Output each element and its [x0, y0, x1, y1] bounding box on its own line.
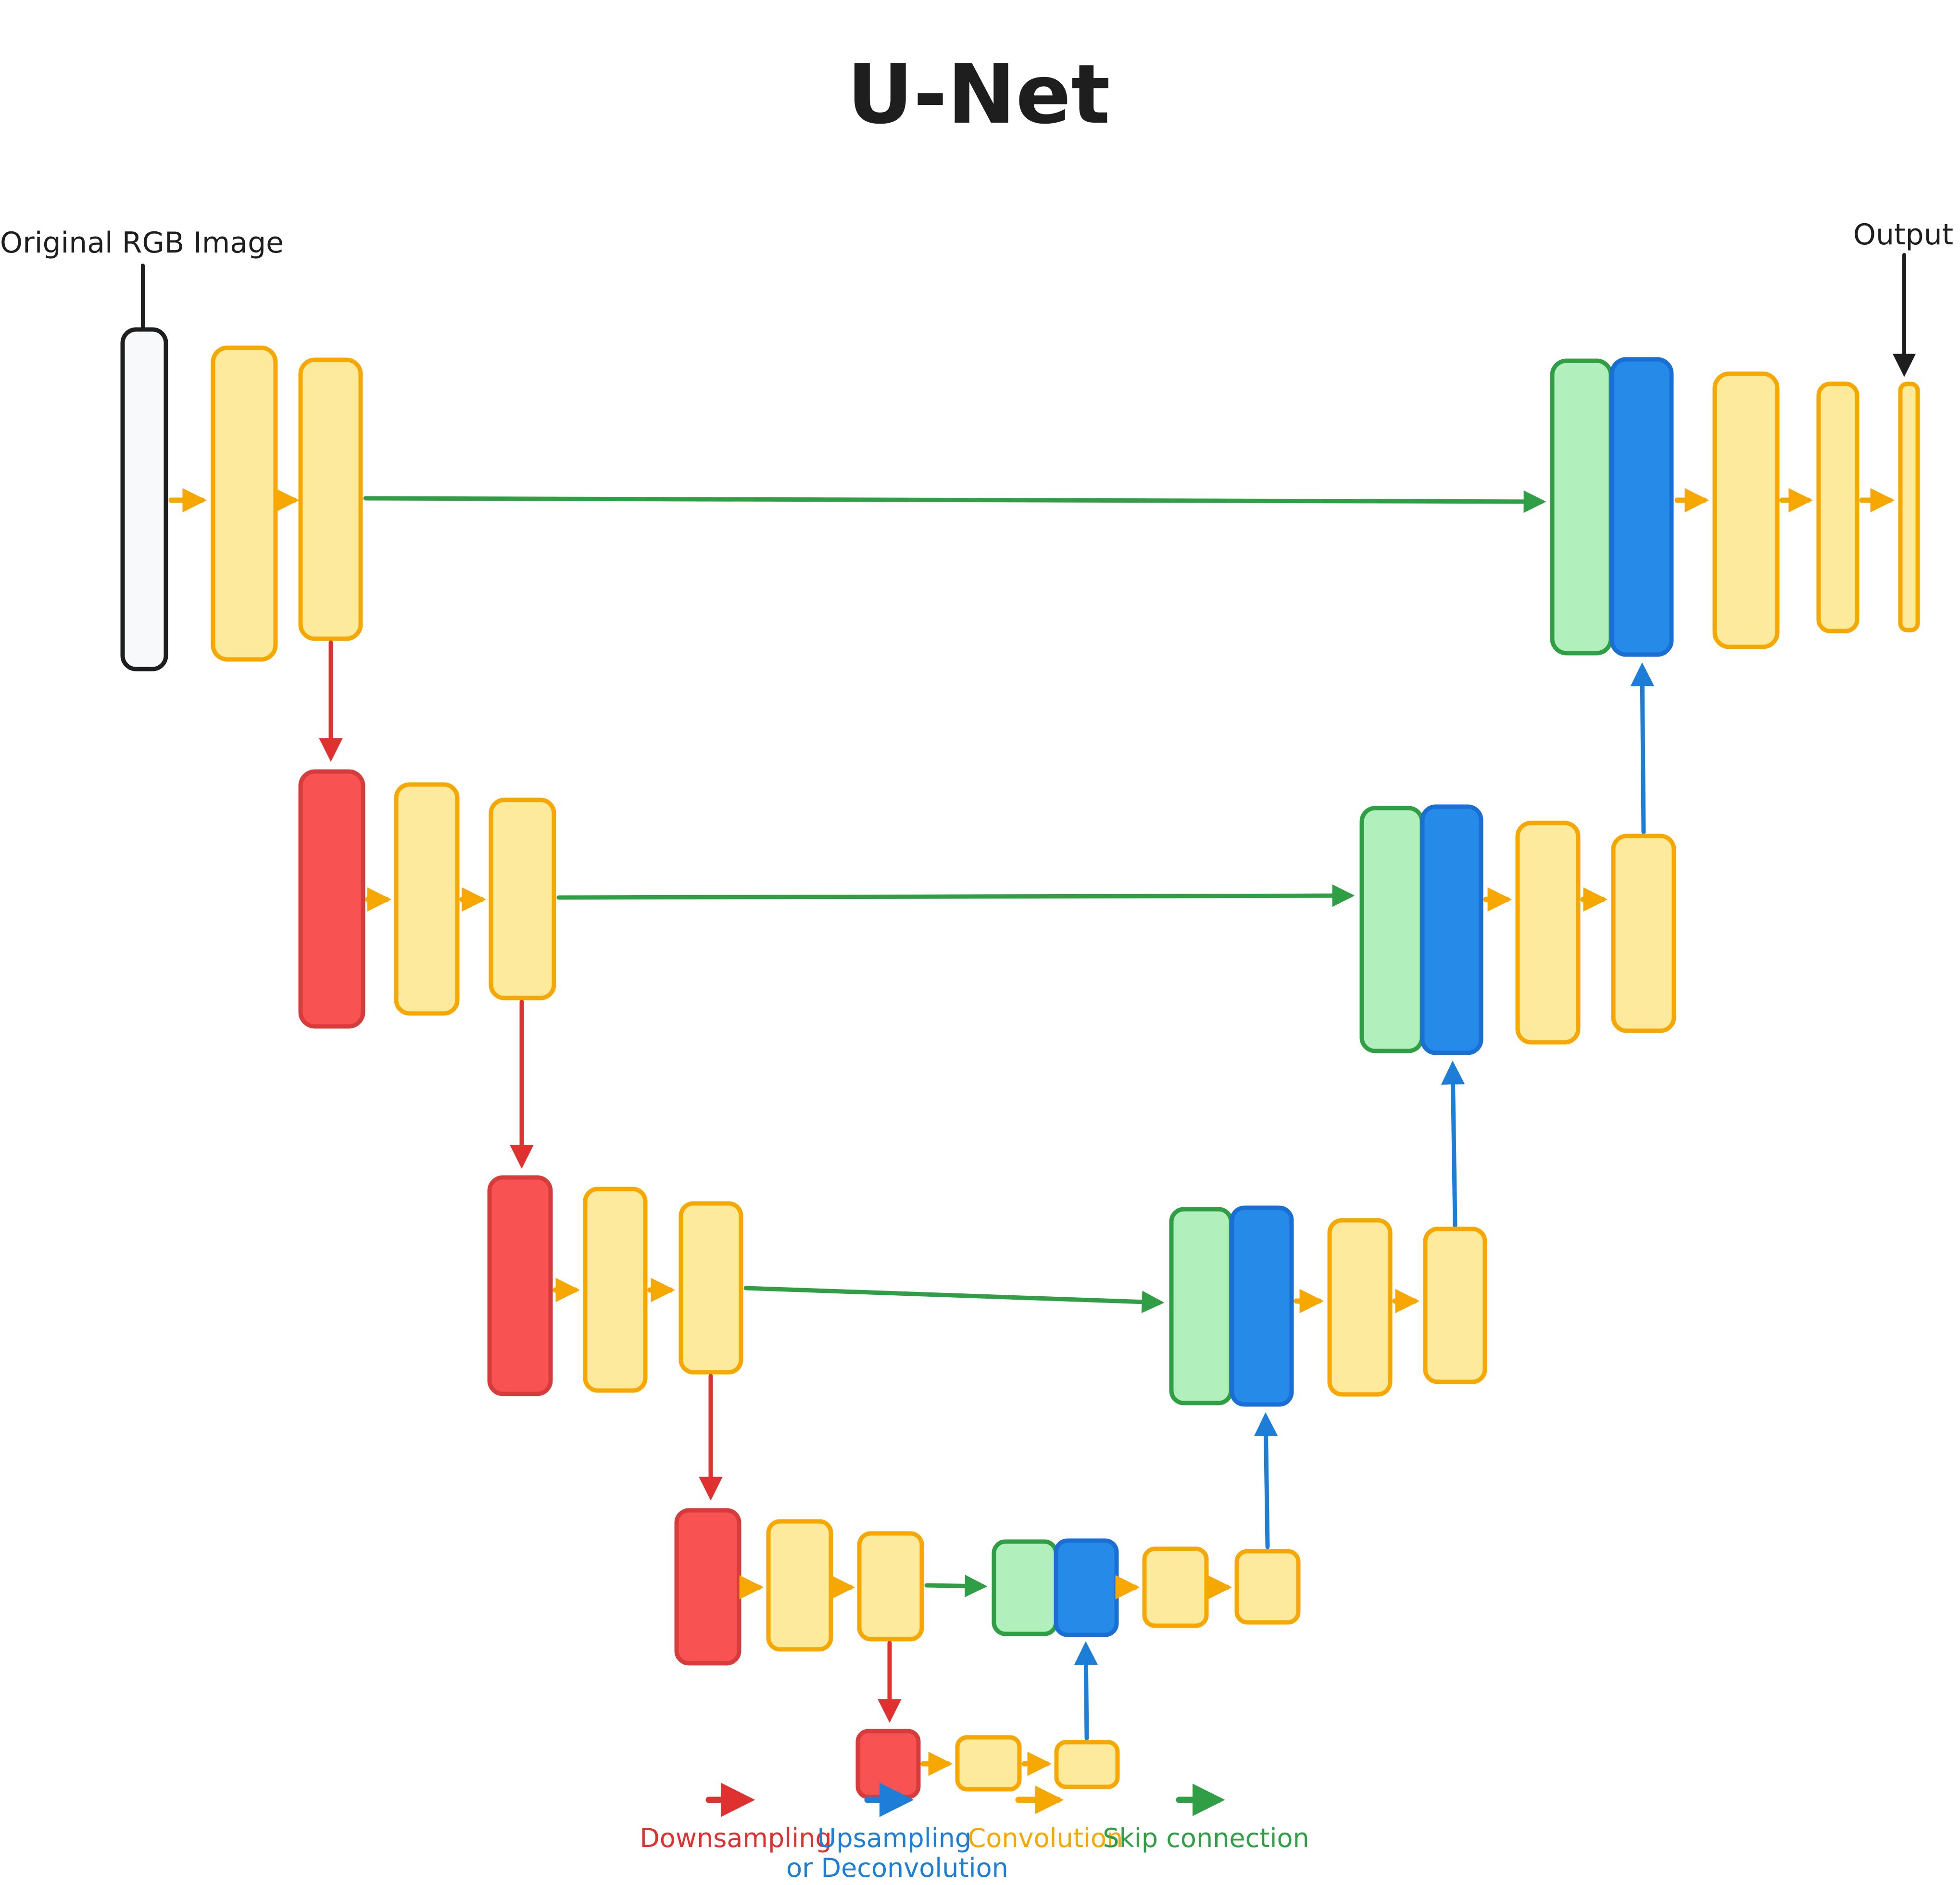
conv-feature-block	[1054, 1740, 1120, 1789]
conv-feature-block	[1142, 1546, 1209, 1628]
output-block	[1898, 381, 1920, 633]
upsample-block	[1609, 357, 1674, 657]
conv-feature-block	[298, 357, 363, 641]
upsample-block	[1230, 1205, 1294, 1407]
upsample-block	[1420, 804, 1483, 1055]
conv-feature-block	[394, 782, 460, 1016]
legend-convolution-label: Convolution	[968, 1823, 1123, 1853]
level-3	[487, 1175, 1487, 1407]
conv-feature-block	[1423, 1227, 1487, 1384]
skip-concat-block	[1169, 1207, 1233, 1405]
skip-concat-block	[1359, 806, 1424, 1053]
upsampling-arrow-icon	[1074, 1641, 1098, 1741]
conv-feature-block	[1234, 1549, 1301, 1625]
conv-feature-block	[211, 345, 278, 662]
conv-feature-block	[1712, 371, 1780, 649]
downsample-block	[487, 1175, 553, 1396]
downsample-block	[674, 1508, 741, 1666]
skip-connection-line	[363, 490, 1546, 513]
input-label: Original RGB Image	[0, 226, 284, 260]
level-2	[298, 769, 1676, 1055]
legend-upsampling-label-line2: or Deconvolution	[786, 1853, 1008, 1883]
skip-connection-line	[743, 1286, 1165, 1314]
level-5	[855, 1729, 1120, 1799]
upsample-block	[1054, 1538, 1119, 1637]
input-image-block	[120, 327, 168, 671]
upsampling-arrow-icon	[1254, 1412, 1278, 1549]
conv-feature-block	[857, 1531, 924, 1642]
conv-feature-block	[678, 1201, 743, 1375]
output-label: Output	[1853, 218, 1953, 252]
legend: Downsampling Upsampling or Deconvolution…	[640, 1783, 1309, 1883]
conv-feature-block	[1611, 834, 1676, 1033]
conv-feature-block	[1327, 1218, 1393, 1397]
conv-feature-block	[1515, 821, 1581, 1045]
conv-feature-block	[955, 1735, 1022, 1792]
skip-connection-line	[556, 884, 1355, 907]
conv-feature-block	[1816, 381, 1859, 633]
conv-feature-block	[489, 797, 556, 1000]
skip-connection-line	[924, 1574, 988, 1597]
legend-skip-connection-label: Skip connection	[1103, 1823, 1309, 1853]
downsample-block	[855, 1729, 921, 1799]
page-title: U-Net	[847, 47, 1110, 142]
upsampling-arrow-icon	[1630, 662, 1655, 835]
level-4	[674, 1508, 1301, 1666]
downsample-block	[298, 769, 365, 1029]
conv-feature-block	[766, 1519, 833, 1652]
upsampling-arrow-icon	[1441, 1061, 1465, 1228]
skip-concat-block	[1550, 358, 1613, 656]
legend-downsampling-label: Downsampling	[640, 1823, 832, 1853]
skip-concat-block	[992, 1539, 1058, 1636]
level-1	[120, 327, 1920, 671]
conv-feature-block	[583, 1187, 648, 1393]
legend-upsampling-label-line1: Upsampling	[817, 1823, 971, 1853]
